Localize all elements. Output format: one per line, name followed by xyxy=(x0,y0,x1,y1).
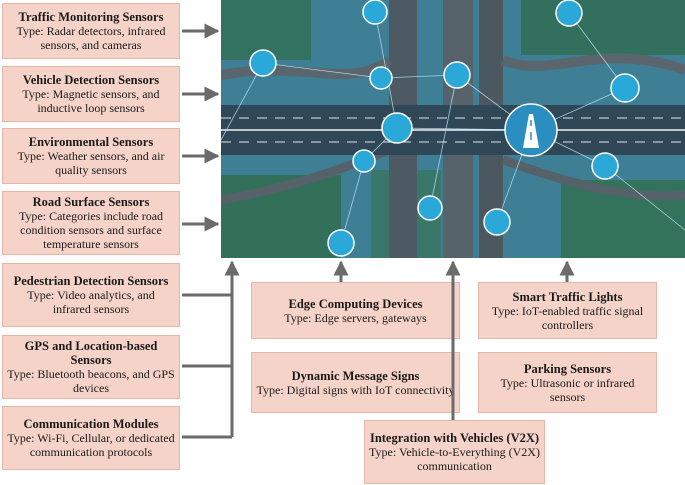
box-desc: Type: Wi-Fi, Cellular, or dedicated comm… xyxy=(7,431,175,459)
box-vehicle-detection-sensors: Vehicle Detection Sensors Type: Magnetic… xyxy=(2,66,180,122)
box-dynamic-message-signs: Dynamic Message Signs Type: Digital sign… xyxy=(251,352,460,413)
box-v2x-integration: Integration with Vehicles (V2X) Type: Ve… xyxy=(364,420,545,484)
box-title: Edge Computing Devices xyxy=(288,296,423,311)
box-desc: Type: IoT-enabled traffic signal control… xyxy=(491,303,644,332)
box-title: Communication Modules xyxy=(23,417,159,431)
box-title: Pedestrian Detection Sensors xyxy=(13,274,169,288)
box-traffic-monitoring-sensors: Traffic Monitoring Sensors Type: Radar d… xyxy=(2,3,180,59)
road-network-illustration xyxy=(221,0,685,258)
box-desc: Type: Radar detectors, infrared sensors,… xyxy=(16,24,166,52)
smart-city-road-image xyxy=(221,0,685,258)
box-desc: Type: Magnetic sensors, and inductive lo… xyxy=(22,87,160,115)
box-desc: Type: Edge servers, gateways xyxy=(284,310,427,325)
box-title: Road Surface Sensors xyxy=(32,195,150,209)
box-desc: Type: Weather sensors, and air quality s… xyxy=(17,149,165,177)
box-desc: Type: Categories include road condition … xyxy=(18,209,164,251)
box-desc: Type: Digital signs with IoT connectivit… xyxy=(256,382,455,397)
box-title: Vehicle Detection Sensors xyxy=(22,73,160,87)
box-title: GPS and Location-based Sensors xyxy=(24,339,158,367)
box-desc: Type: Vehicle-to-Everything (V2X) commun… xyxy=(369,445,540,473)
box-title: Integration with Vehicles (V2X) xyxy=(369,431,540,445)
box-road-surface-sensors: Road Surface Sensors Type: Categories in… xyxy=(2,191,180,255)
box-title: Traffic Monitoring Sensors xyxy=(18,10,164,24)
box-edge-computing-devices: Edge Computing Devices Type: Edge server… xyxy=(251,282,460,339)
box-desc: Type: Ultrasonic or infrared sensors xyxy=(500,375,635,404)
box-pedestrian-detection-sensors: Pedestrian Detection Sensors Type: Video… xyxy=(2,263,180,327)
box-title: Parking Sensors xyxy=(523,361,612,376)
box-parking-sensors: Parking Sensors Type: Ultrasonic or infr… xyxy=(478,352,657,413)
box-desc: Type: Video analytics, and infrared sens… xyxy=(27,288,155,316)
box-smart-traffic-lights: Smart Traffic Lights Type: IoT-enabled t… xyxy=(478,282,657,339)
box-desc: Type: Bluetooth beacons, and GPS devices xyxy=(7,367,175,395)
box-gps-location-sensors: GPS and Location-based Sensors Type: Blu… xyxy=(2,335,180,399)
box-title: Dynamic Message Signs xyxy=(291,368,420,383)
box-title: Environmental Sensors xyxy=(28,135,154,149)
box-title: Smart Traffic Lights xyxy=(512,289,623,304)
box-communication-modules: Communication Modules Type: Wi-Fi, Cellu… xyxy=(2,406,180,470)
box-environmental-sensors: Environmental Sensors Type: Weather sens… xyxy=(2,128,180,184)
